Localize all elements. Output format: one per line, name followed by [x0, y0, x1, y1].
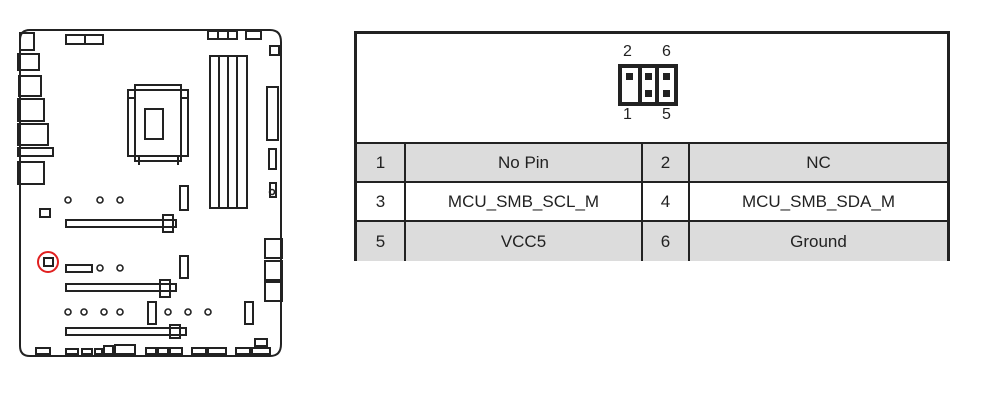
board-outline	[19, 29, 282, 357]
signal-name: No Pin	[406, 144, 643, 181]
pin-label-top-right: 6	[662, 43, 671, 60]
pin-number: 2	[643, 144, 690, 181]
signal-name: NC	[806, 152, 831, 172]
pcie-slot-2	[65, 283, 177, 292]
highlighted-header	[43, 257, 54, 267]
motherboard-diagram	[17, 29, 283, 357]
header-connector-icon	[618, 64, 678, 106]
pin-number: 5	[357, 222, 406, 261]
signal-name: MCU_SMB_SDA_M	[741, 191, 896, 211]
header-illustration: 2 6 1 5	[357, 34, 947, 142]
pin-number: 4	[643, 183, 690, 220]
signal-name: VCC5	[406, 222, 643, 261]
pin-table: 2 6 1 5 1 No Pin 2 NC 3 MCU_SMB_SCL_M 4 …	[354, 31, 950, 261]
table-row: 1 No Pin 2 NC	[357, 142, 947, 181]
highlight-circle	[37, 251, 59, 273]
rear-io-1	[19, 32, 35, 51]
cpu-socket	[134, 84, 182, 162]
table-row: 3 MCU_SMB_SCL_M 4 MCU_SMB_SDA_M	[357, 181, 947, 220]
pcie-slot-3	[65, 327, 187, 336]
rear-io-7	[17, 161, 45, 185]
rear-io-3	[18, 75, 42, 97]
pin-number: 6	[643, 222, 690, 261]
signal-name: MCU_SMB_SCL_M	[406, 183, 643, 220]
signal-name: Ground	[790, 231, 847, 251]
rear-io-6	[17, 147, 54, 157]
pin-label-bottom-right: 5	[662, 106, 671, 123]
pin-label-bottom-left: 1	[623, 106, 632, 123]
table-row: 5 VCC5 6 Ground	[357, 220, 947, 261]
rear-io-4	[17, 98, 45, 122]
pin-number: 3	[357, 183, 406, 220]
pin-number: 1	[357, 144, 406, 181]
pcie-slot-1	[65, 219, 177, 228]
top-connector-2	[207, 30, 238, 40]
rear-io-5	[17, 123, 49, 146]
pin-label-top-left: 2	[623, 43, 632, 60]
rear-io-2	[17, 53, 40, 71]
